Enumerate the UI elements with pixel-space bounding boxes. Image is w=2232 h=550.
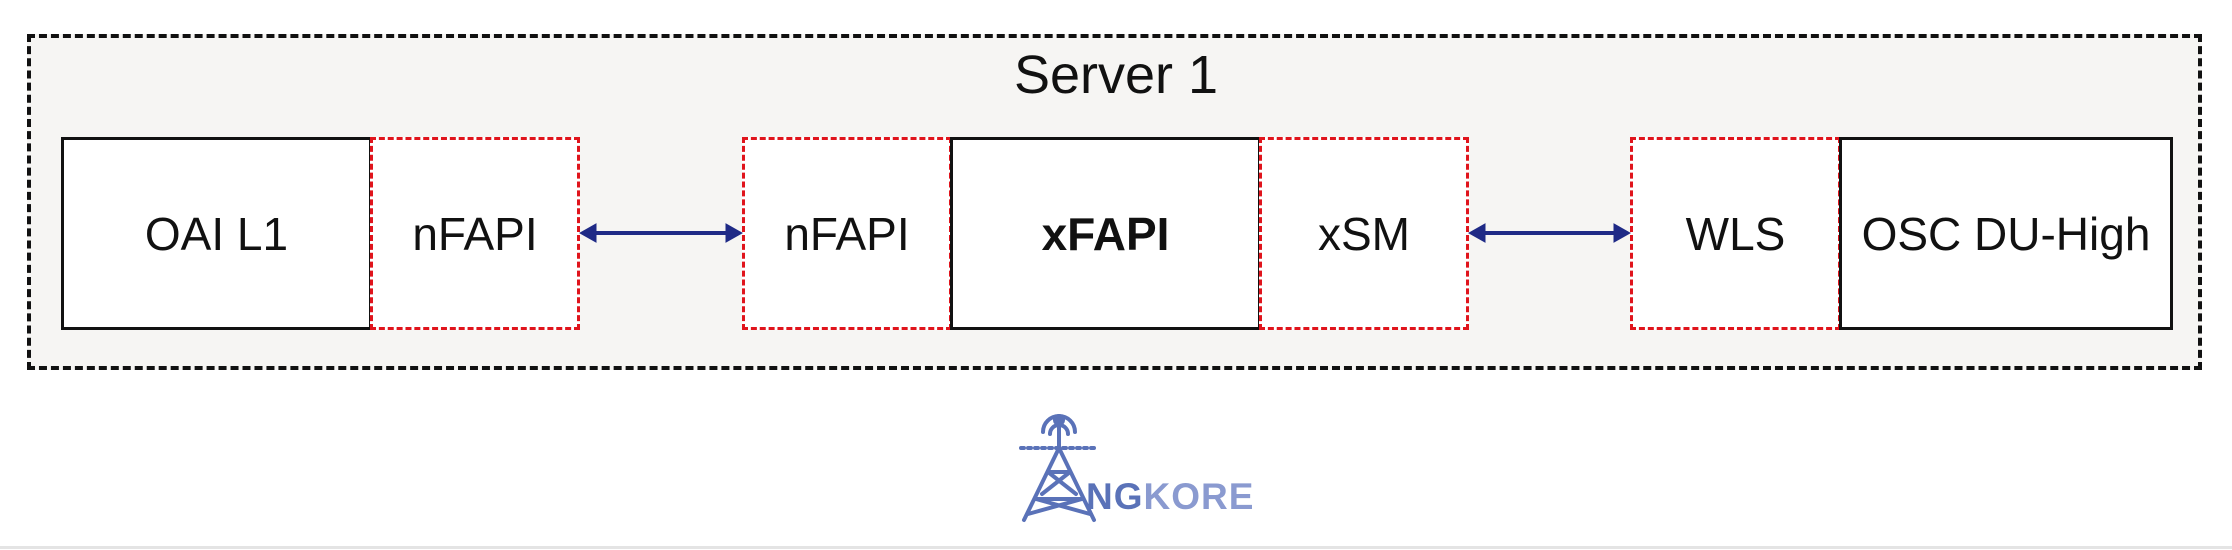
ngkore-logo-text: NGKORE: [1086, 478, 1254, 515]
xsm-block: xSM: [1259, 137, 1469, 330]
oai-l1-label: OAI L1: [144, 207, 289, 260]
bottom-divider: [0, 546, 2232, 549]
xfapi-label: xFAPI: [1041, 207, 1170, 260]
osc-du-high-block: OSC DU-High: [1839, 137, 2173, 330]
wls-block: WLS: [1630, 137, 1841, 330]
nfapi-mid-block: nFAPI: [742, 137, 952, 330]
xsm-label: xSM: [1318, 207, 1410, 260]
server-title: Server 1: [1013, 45, 1219, 105]
oai-l1-block: OAI L1: [61, 137, 372, 330]
nfapi-left-label: nFAPI: [412, 207, 538, 260]
xfapi-block: xFAPI: [950, 137, 1261, 330]
radio-tower-icon: [1019, 414, 1100, 522]
wls-label: WLS: [1685, 207, 1786, 260]
nfapi-mid-label: nFAPI: [784, 207, 910, 260]
logo-text-kore: KORE: [1143, 476, 1255, 517]
osc-du-high-label: OSC DU-High: [1861, 207, 2151, 260]
nfapi-left-block: nFAPI: [370, 137, 580, 330]
logo-text-ng: NG: [1086, 476, 1144, 517]
